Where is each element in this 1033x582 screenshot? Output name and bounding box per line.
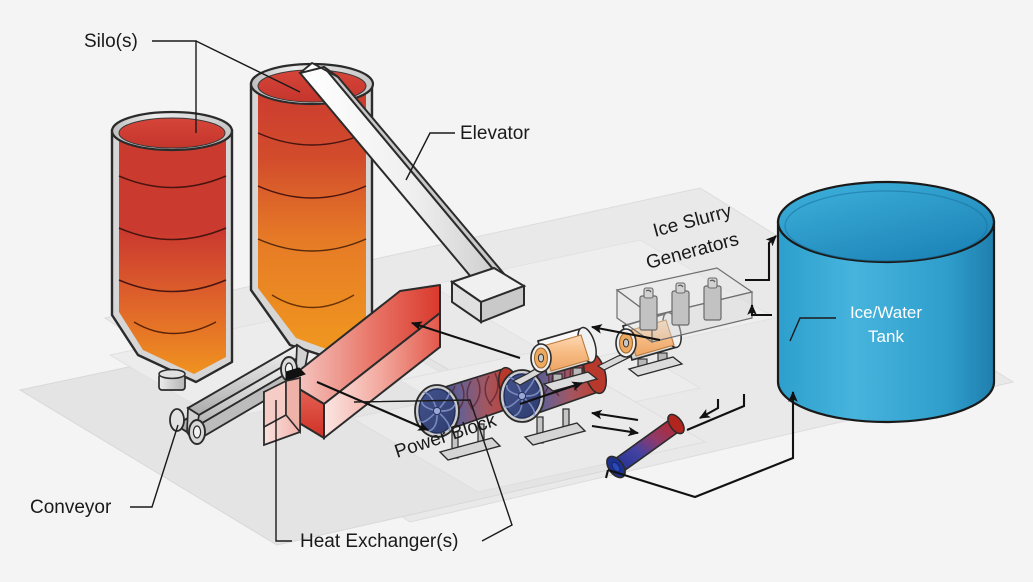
flow-arrows — [316, 235, 798, 499]
flow-tank-to-slurry — [747, 303, 772, 317]
flow-pipe-riser — [686, 394, 746, 431]
label-elevator: Elevator — [460, 123, 530, 144]
elevator[interactable] — [298, 61, 527, 324]
flow-hx-to-powerblock — [316, 381, 430, 431]
leader-tank-label — [789, 317, 836, 342]
flow-condenser-to-powerblock — [590, 409, 639, 422]
flow-slurry-to-powerblock-a — [590, 324, 661, 342]
slurry-unit-3 — [703, 277, 722, 321]
ice-slurry-generators[interactable] — [615, 267, 754, 344]
flow-node-a — [604, 469, 610, 479]
tank-label-line1: Ice/Water — [850, 303, 922, 322]
leader-elevator — [405, 132, 455, 181]
flow-powerblock-to-condenser — [591, 424, 640, 437]
leader-conveyor — [130, 424, 179, 508]
label-heat-exchangers: Heat Exchanger(s) — [300, 531, 458, 552]
label-silos: Silo(s) — [84, 31, 138, 52]
generator-1[interactable] — [530, 325, 600, 392]
flow-slurry-to-tank — [745, 235, 777, 282]
tank-label-line2: Tank — [868, 327, 904, 346]
leader-heat-exchanger-left — [275, 400, 292, 542]
ice-water-tank[interactable]: Ice/Water Tank — [776, 180, 996, 424]
flow-powerblock-to-hx — [410, 321, 521, 359]
flow-tank-to-condenser — [699, 399, 720, 419]
label-conveyor: Conveyor — [30, 497, 112, 518]
leader-silos — [152, 40, 301, 133]
slurry-unit-2 — [671, 282, 690, 326]
flow-slurry-to-powerblock-b — [519, 381, 584, 405]
heat-exchanger[interactable] — [263, 284, 441, 447]
leader-heat-exchanger-right — [353, 399, 513, 542]
flow-condenser-loop-to-tank — [607, 390, 798, 499]
condenser-pipe[interactable] — [603, 412, 687, 481]
silo-left[interactable] — [110, 110, 234, 391]
slurry-unit-1 — [639, 287, 658, 331]
